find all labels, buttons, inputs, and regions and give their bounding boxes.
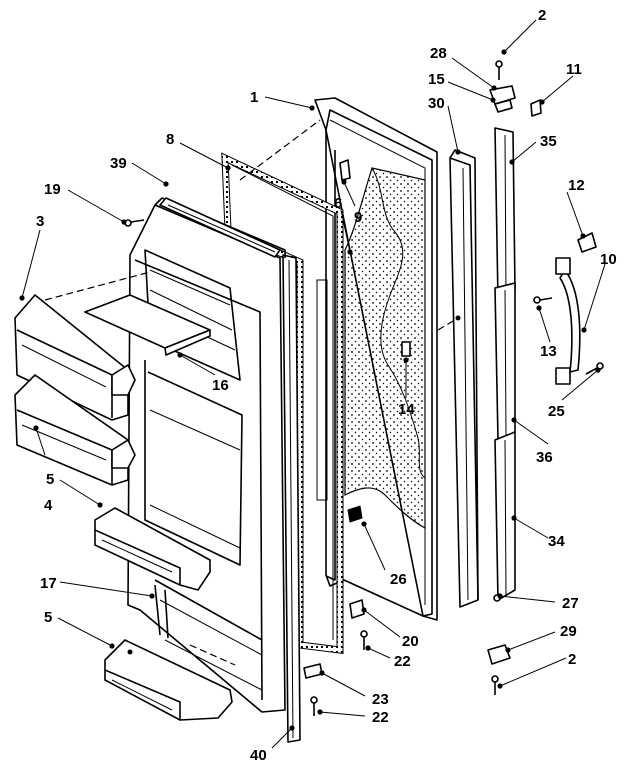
callout-28: 28 [430,45,447,62]
callout-22: 22 [394,653,411,670]
bin-retainer [154,584,169,639]
callout-9: 9 [354,209,362,226]
door-handle [555,257,581,385]
callout-14: 14 [398,401,415,418]
handle-trim-bottom [494,431,516,601]
screw-2-bottom [491,675,499,695]
callout-34: 34 [548,533,565,550]
bottom-door-bracket [303,663,323,679]
callout-6: 6 [334,195,342,212]
door-closer-cam [349,599,365,619]
screw-2-top [495,60,503,80]
door-bin-upper [94,507,211,591]
screw-19 [124,219,145,227]
callout-19: 19 [44,181,61,198]
callout-5b: 5 [44,609,52,626]
callout-12: 12 [568,177,585,194]
alignment-line [437,317,459,331]
top-hinge [489,85,516,113]
callout-27: 27 [562,595,579,612]
callout-23: 23 [372,691,389,708]
callout-30: 30 [428,95,445,112]
callout-2: 2 [538,7,546,24]
handle-trim-top [494,127,516,301]
callout-17: 17 [40,575,57,592]
callout-25: 25 [548,403,565,420]
callout-2b: 2 [568,651,576,668]
handle-trim-middle [494,282,516,441]
door-bin-lower [104,639,233,721]
callout-20: 20 [402,633,419,650]
leader-arrowheads [19,49,601,731]
door-trim-strip [282,254,301,743]
leader-lines [21,19,606,749]
callout-29: 29 [560,623,577,640]
liner-top-strip [159,197,281,258]
door-closer-bracket [347,505,363,523]
callout-26: 26 [390,571,407,588]
callout-11: 11 [566,61,582,78]
callout-8: 8 [166,131,174,148]
dairy-door-lower [14,374,136,486]
dairy-shelf [84,294,211,356]
callout-35: 35 [540,133,557,150]
dairy-door-upper [14,294,136,421]
insulation-foam [344,167,426,530]
door-channel [449,149,479,608]
callout-1: 1 [250,89,258,106]
alignment-line [44,271,151,301]
screw-22-lower [310,696,318,716]
outer-door-panel [314,97,438,621]
callout-labels: 1 2 28 15 11 30 35 8 39 19 6 9 12 10 3 1… [36,7,617,764]
hinge-cover [530,99,542,117]
callout-3: 3 [36,213,44,230]
alignment-line [239,119,321,181]
callout-13: 13 [540,343,557,360]
callout-36: 36 [536,449,553,466]
callout-39: 39 [110,155,127,172]
bottom-hinge [487,644,511,665]
door-liner [127,197,286,713]
callout-16: 16 [212,377,229,394]
callout-22b: 22 [372,709,389,726]
screw-22-upper [360,630,368,650]
screw-13 [533,296,553,304]
callout-4: 4 [44,497,53,514]
door-plug [339,159,351,181]
callout-10: 10 [600,251,617,268]
callout-15: 15 [428,71,445,88]
callout-5: 5 [46,471,54,488]
callout-40: 40 [250,747,267,764]
